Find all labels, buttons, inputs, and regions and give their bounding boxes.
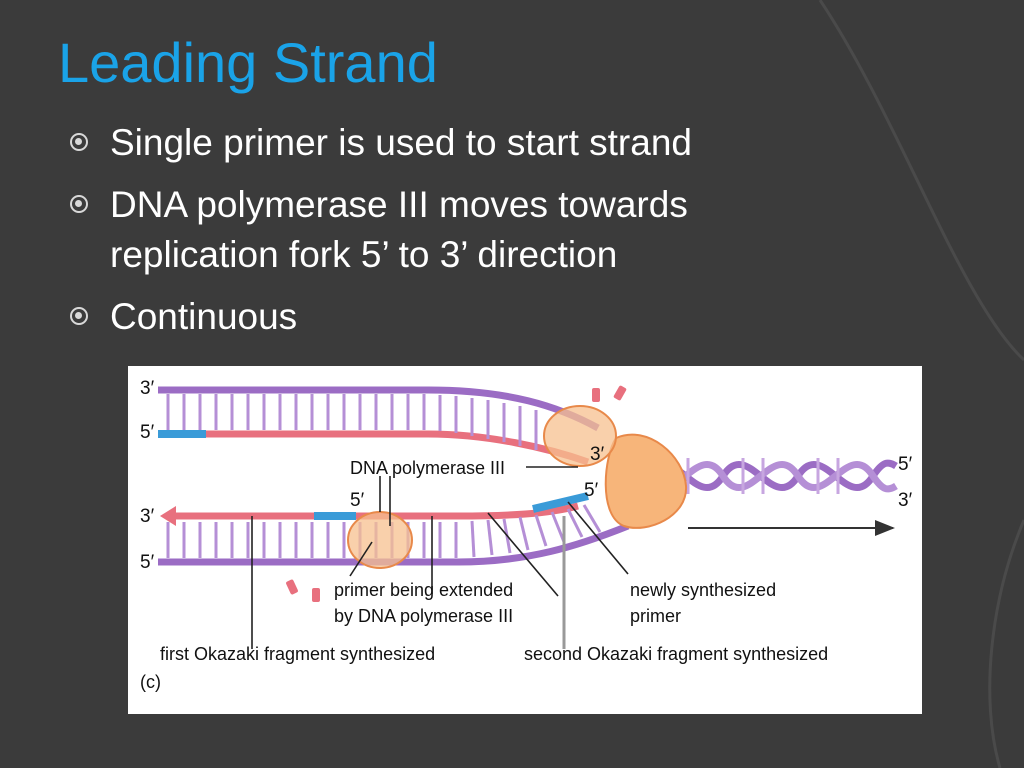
upper-polymerase [543,405,617,467]
leader-lines [251,466,629,649]
second-okazaki-label: second Okazaki fragment synthesized [524,644,828,664]
bullet-text: Continuous [110,296,298,337]
replication-fork-figure: 3′ 5′ 3′ 5′ 5′ 3′ 5′ 5′ 3′ DNA polymeras… [128,366,922,714]
slide-title: Leading Strand [58,31,438,94]
double-helix [645,459,898,493]
strand-end-label: 5′ [140,422,155,443]
bullet-text: DNA polymerase III moves towards replica… [110,184,688,275]
primer-extended-label-line2: by DNA polymerase III [334,606,513,626]
strand-end-label: 3′ [898,490,913,511]
helix-base-pairs [666,458,840,494]
strand-end-label: 5′ [350,490,365,511]
lower-lagging-strand [168,502,579,520]
bullet-item: Continuous [70,292,830,342]
panel-label: (c) [140,672,161,692]
replication-fork-diagram: 3′ 5′ 3′ 5′ 5′ 3′ 5′ 5′ 3′ DNA polymeras… [140,378,913,692]
strand-end-label: 5′ [140,552,155,573]
primer-extended-label-line1: primer being extended [334,580,513,600]
strand-end-label: 3′ [590,444,605,465]
nucleotide-markers-bottom [286,579,320,602]
circle-bullet-icon [70,133,88,151]
circle-bullet-icon [70,307,88,325]
lower-polymerase [347,511,413,569]
dna-polymerase-label: DNA polymerase III [350,458,505,478]
bullet-item: Single primer is used to start strand [70,118,830,168]
upper-parental-strand [158,386,600,432]
newly-primer-label-line1: newly synthesized [630,580,776,600]
strand-end-label: 3′ [140,506,155,527]
bullet-list: Single primer is used to start strand DN… [70,118,830,354]
helicase [604,433,688,529]
strand-end-label: 3′ [140,378,155,399]
strand-end-label: 5′ [898,454,913,475]
strand-end-label: 5′ [584,480,599,501]
lower-primer-2 [532,492,589,513]
lower-parental-strand [158,522,630,566]
bullet-item: DNA polymerase III moves towards replica… [70,180,830,280]
lower-strand-arrow [160,506,176,526]
circle-bullet-icon [70,195,88,213]
newly-primer-label-line2: primer [630,606,681,626]
upper-base-pairs [166,394,538,450]
first-okazaki-label: first Okazaki fragment synthesized [160,644,435,664]
nucleotide-markers-top [592,385,627,402]
bullet-text: Single primer is used to start strand [110,122,692,163]
